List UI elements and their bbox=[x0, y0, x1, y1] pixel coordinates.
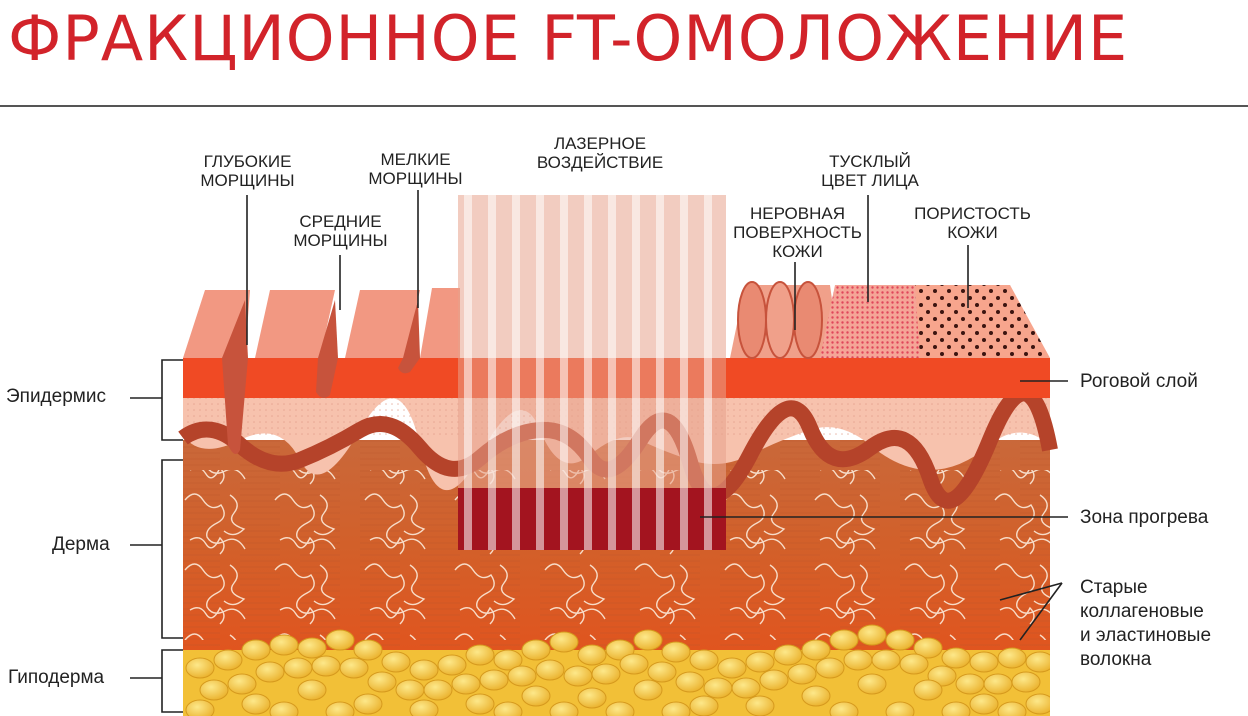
title-divider bbox=[0, 105, 1248, 107]
page-title: ФРАКЦИОННОЕ FT-ОМОЛОЖЕНИЕ bbox=[8, 2, 1129, 75]
porous-surface bbox=[915, 285, 1050, 358]
hypodermis-layer bbox=[183, 624, 1050, 716]
label-medium-wrinkles: СРЕДНИЕ МОРЩИНЫ bbox=[293, 212, 388, 250]
dull-surface bbox=[820, 285, 945, 358]
label-deep-wrinkles: ГЛУБОКИЕ МОРЩИНЫ bbox=[200, 152, 295, 190]
label-dermis: Дерма bbox=[52, 534, 110, 555]
label-fine-wrinkles: МЕЛКИЕ МОРЩИНЫ bbox=[368, 150, 463, 188]
label-epidermis: Эпидермис bbox=[6, 386, 106, 407]
fine-wrinkle bbox=[398, 300, 420, 374]
deep-wrinkle bbox=[222, 300, 248, 454]
medium-wrinkle bbox=[316, 300, 338, 398]
label-heating-zone: Зона прогрева bbox=[1080, 507, 1209, 528]
label-uneven-surface: НЕРОВНАЯ ПОВЕРХНОСТЬ КОЖИ bbox=[733, 204, 862, 261]
callout-lines bbox=[130, 190, 1068, 713]
label-stratum-corneum: Роговой слой bbox=[1080, 371, 1198, 392]
uneven-ridge bbox=[737, 281, 767, 359]
label-porous-skin: ПОРИСТОСТЬ КОЖИ bbox=[914, 204, 1031, 242]
label-laser-impact: ЛАЗЕРНОЕ ВОЗДЕЙСТВИЕ bbox=[536, 134, 664, 172]
laser-beams bbox=[464, 195, 712, 550]
label-hypodermis: Гиподерма bbox=[8, 667, 105, 688]
label-old-fibers: Старые коллагеновые и эластиновые волокн… bbox=[1080, 577, 1212, 670]
label-dull-complexion: ТУСКЛЫЙ ЦВЕТ ЛИЦА bbox=[821, 152, 919, 190]
